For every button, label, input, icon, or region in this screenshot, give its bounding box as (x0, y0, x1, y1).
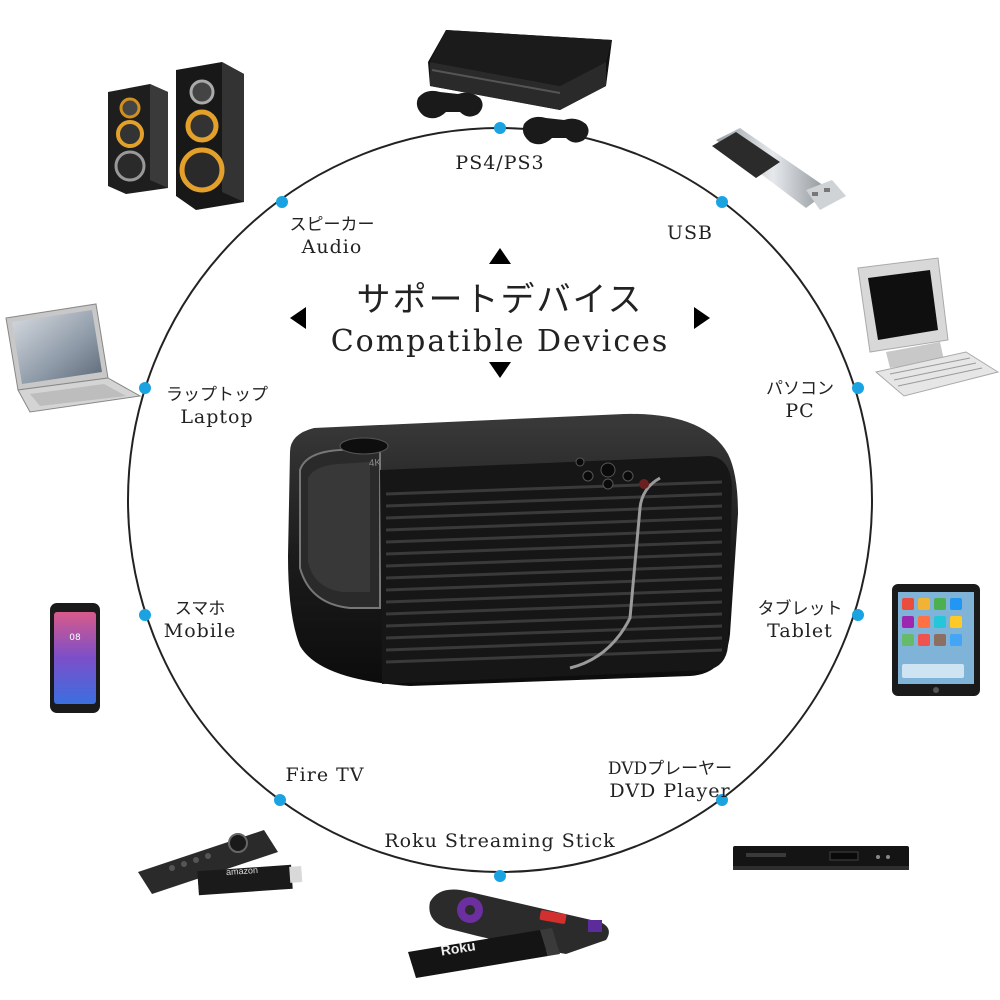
ring-dot-firetv (274, 794, 286, 806)
playstation-console-icon (416, 30, 612, 145)
svg-text:08: 08 (69, 633, 81, 643)
roku-streaming-stick-icon (408, 889, 609, 978)
ring-dot-pc (852, 382, 864, 394)
label-firetv: Fire TV (260, 764, 390, 786)
label-roku-en: Roku Streaming Stick (384, 830, 616, 852)
usb-stick-icon (712, 128, 846, 210)
ring-dot-audio (276, 196, 288, 208)
label-pc-jp: パソコン (766, 379, 834, 399)
dvd-player-icon (733, 846, 909, 870)
arrow-right-icon (694, 307, 710, 329)
ring-dot-ps (494, 122, 506, 134)
ring-dot-roku (494, 870, 506, 882)
title-japanese: サポートデバイス (356, 280, 644, 320)
ring-dot-mobile (139, 609, 151, 621)
title-block: サポートデバイス Compatible Devices (300, 278, 700, 362)
speakers-icon (108, 62, 244, 210)
ring-dot-tablet (852, 609, 864, 621)
label-tablet-jp: タブレット (757, 599, 843, 619)
label-mobile-jp: スマホ (174, 599, 226, 619)
label-pc-en: PC (785, 400, 815, 422)
label-mobile: スマホ Mobile (140, 598, 260, 642)
label-audio-en: Audio (301, 236, 363, 258)
ring-dot-dvd (716, 794, 728, 806)
label-audio-jp: スピーカー (289, 215, 375, 235)
label-laptop-jp: ラップトップ (166, 385, 268, 405)
label-tablet-en: Tablet (767, 620, 833, 642)
arrow-down-icon (489, 362, 511, 378)
ring-dots (139, 122, 864, 882)
label-tablet: タブレット Tablet (735, 598, 865, 642)
label-laptop-en: Laptop (180, 406, 254, 428)
laptop-icon (5, 303, 142, 413)
projector-badge: 4K (368, 457, 382, 470)
label-firetv-en: Fire TV (285, 764, 365, 786)
title-english: Compatible Devices (330, 324, 670, 359)
label-roku: Roku Streaming Stick (360, 830, 640, 852)
smartphone-icon: 08 (50, 603, 100, 713)
label-dvd: DVDプレーヤー DVD Player (590, 758, 750, 802)
ring-dot-laptop (139, 382, 151, 394)
label-laptop: ラップトップ Laptop (142, 384, 292, 428)
tablet-icon (892, 584, 980, 696)
arrow-left-icon (290, 307, 306, 329)
label-usb: USB (640, 222, 740, 244)
label-audio: スピーカー Audio (262, 214, 402, 258)
label-usb-en: USB (667, 222, 713, 244)
label-dvd-jp: DVDプレーヤー (607, 759, 733, 779)
projector-icon (288, 413, 738, 686)
label-ps: PS4/PS3 (430, 152, 570, 174)
direction-arrows (290, 248, 710, 378)
desktop-pc-icon (857, 257, 1000, 397)
ring-dot-usb (716, 196, 728, 208)
label-pc: パソコン PC (735, 378, 865, 422)
fire-tv-icon (138, 830, 303, 896)
arrow-up-icon (489, 248, 511, 264)
label-ps-en: PS4/PS3 (455, 152, 545, 174)
label-dvd-en: DVD Player (609, 780, 731, 802)
label-mobile-en: Mobile (163, 620, 237, 642)
